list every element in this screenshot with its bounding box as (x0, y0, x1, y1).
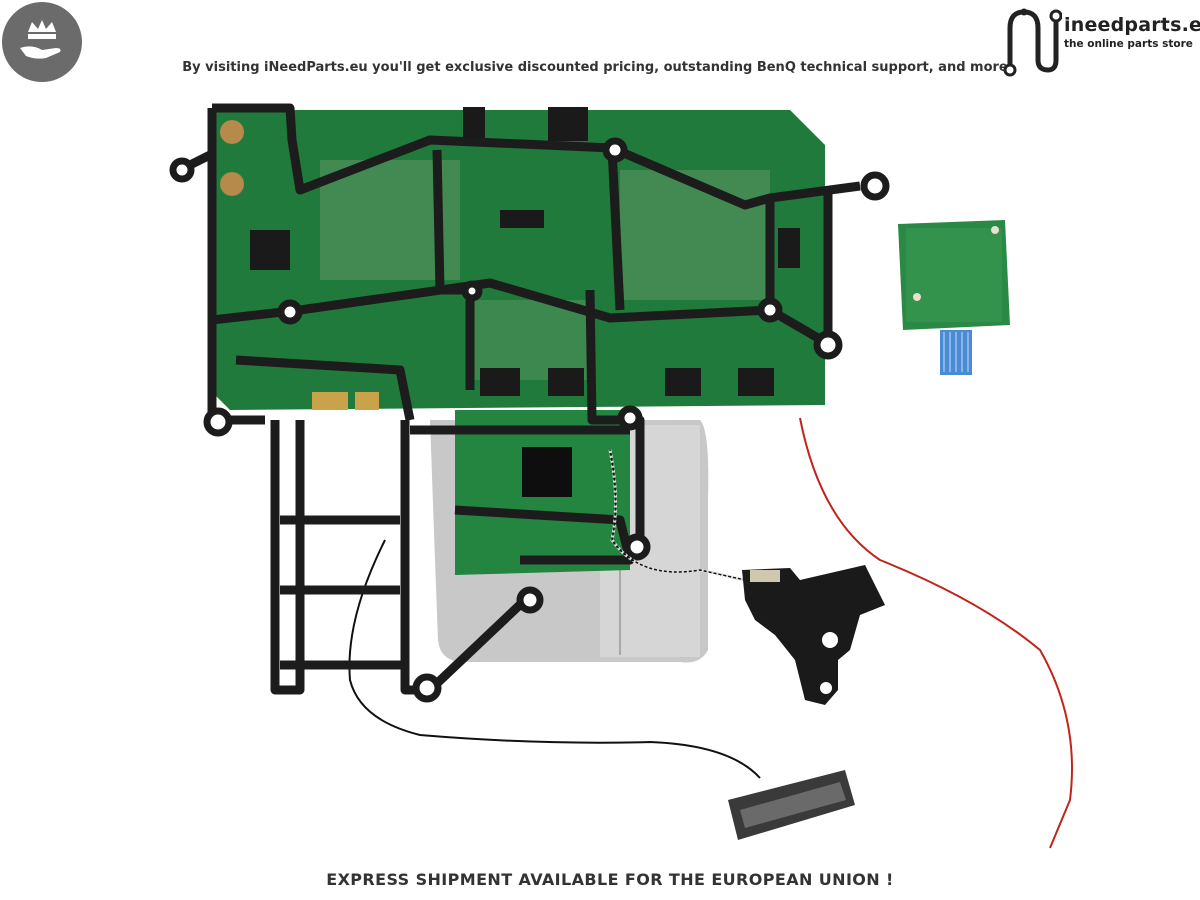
brand-name: ineedparts.eu (1064, 14, 1200, 36)
connector (738, 368, 774, 396)
connector (463, 107, 485, 139)
circuit-n-icon (1003, 8, 1063, 77)
connector (778, 228, 800, 268)
antenna-cable (348, 539, 761, 779)
antenna-pad (728, 770, 855, 840)
connector (548, 368, 584, 396)
spring-contact (220, 172, 244, 196)
sensor-bracket (742, 565, 885, 705)
gold-contact (312, 392, 348, 410)
connector (500, 210, 544, 228)
promo-tagline: By visiting iNeedParts.eu you'll get exc… (182, 60, 1008, 75)
connector (250, 230, 290, 270)
connector (480, 368, 520, 396)
main-pcb (210, 107, 825, 575)
crown-hand-icon (20, 20, 61, 59)
main-chip (522, 447, 572, 497)
spring-contact (220, 120, 244, 144)
connector (548, 107, 588, 141)
frame-rings (169, 137, 890, 703)
brand-badge (2, 2, 82, 82)
connector (665, 368, 701, 396)
shipping-notice: EXPRESS SHIPMENT AVAILABLE FOR THE EUROP… (326, 870, 894, 889)
brand-slogan: the online parts store (1064, 38, 1193, 50)
small-pcb (898, 220, 1010, 375)
gold-contact (355, 392, 379, 410)
red-wire (799, 417, 1073, 849)
brand-logo[interactable]: ineedparts.eu the online parts store (1000, 4, 1200, 80)
